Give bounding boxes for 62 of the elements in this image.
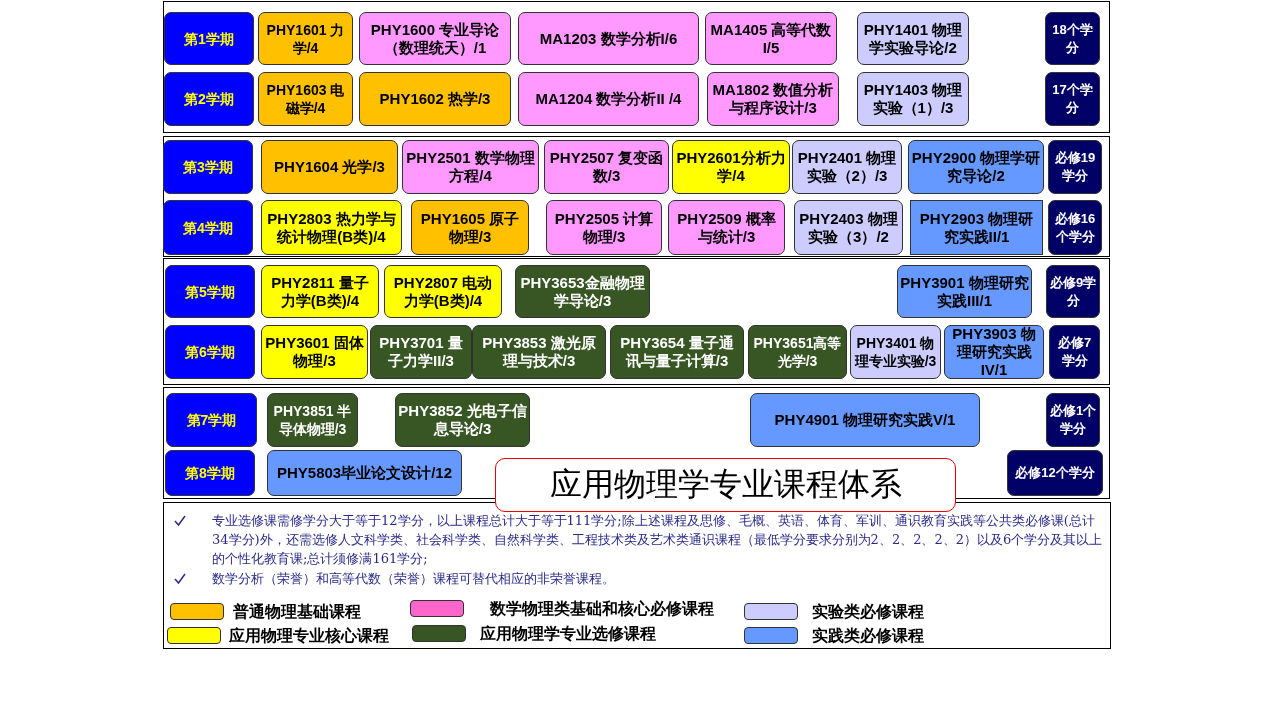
title: 应用物理学专业课程体系	[495, 458, 956, 512]
course-box: PHY3852 光电子信息导论/3	[395, 393, 530, 447]
course-box: PHY1604 光学/3	[261, 140, 398, 194]
semester-label: 第6学期	[165, 325, 255, 379]
note-text: 专业选修课需修学分大于等于12学分，以上课程总计大于等于111学分;除上述课程及思修、毛概、英语、体育、军训、通识教育实践等公共类必修课(总计34学分)外，还需选修人文科学类、社会科学类、自然科学类、工程技术类及艺术类通识课程（最低学分要求分别为2、2、2、2、2）以及6个学分及其以上的个性化教育课;总计须修满161学分;	[212, 512, 1104, 568]
course-box: PHY2811 量子力学(B类)/4	[261, 265, 379, 318]
course-box: PHY3851 半导体物理/3	[267, 393, 358, 447]
course-box: PHY1601 力学/4	[258, 12, 353, 65]
legend-label: 实验类必修课程	[812, 602, 924, 622]
semester-label: 第1学期	[164, 12, 254, 65]
course-box: PHY2403 物理实验（3）/2	[794, 200, 903, 255]
course-box: PHY3401 物理专业实验/3	[850, 325, 941, 379]
course-box: PHY2505 计算物理/3	[546, 200, 662, 255]
semester-label: 第7学期	[166, 393, 257, 447]
credit-badge: 必修12个学分	[1007, 450, 1103, 496]
course-box: MA1203 数学分析I/6	[518, 12, 699, 65]
course-box: PHY1603 电磁学/4	[258, 72, 353, 126]
course-box: PHY3903 物理研究实践IV/1	[944, 325, 1044, 379]
course-box: PHY3601 固体物理/3	[261, 325, 368, 379]
semester-label: 第5学期	[165, 265, 255, 318]
course-box: PHY3701 量子力学II/3	[370, 325, 472, 379]
course-box: PHY3853 激光原理与技术/3	[472, 325, 606, 379]
course-box: PHY2507 复变函数/3	[544, 140, 669, 194]
course-box: MA1204 数学分析II /4	[518, 72, 699, 126]
semester-label: 第4学期	[163, 200, 253, 255]
course-box: PHY2903 物理研究实践II/1	[910, 200, 1043, 255]
legend-label: 普通物理基础课程	[233, 602, 361, 622]
credit-badge: 必修19学分	[1048, 140, 1102, 194]
course-box: MA1405 高等代数I/5	[705, 12, 837, 65]
course-box: PHY3901 物理研究实践III/1	[897, 265, 1032, 318]
course-box: PHY1403 物理实验（1）/3	[857, 72, 969, 126]
course-box: PHY2900 物理学研究导论/2	[908, 140, 1044, 194]
course-box: PHY2509 概率与统计/3	[668, 200, 785, 255]
course-box: PHY2803 热力学与统计物理(B类)/4	[261, 200, 402, 255]
course-box: PHY4901 物理研究实践V/1	[750, 393, 980, 447]
course-box: PHY3654 量子通讯与量子计算/3	[610, 325, 744, 379]
course-box: PHY2601分析力学/4	[672, 140, 790, 194]
credit-badge: 必修16个学分	[1048, 200, 1102, 255]
legend-label: 应用物理学专业选修课程	[480, 624, 656, 644]
course-box: PHY1602 热学/3	[359, 72, 511, 126]
credit-badge: 必修9学分	[1046, 265, 1100, 318]
course-box: PHY2501 数学物理方程/4	[402, 140, 539, 194]
credit-badge: 17个学分	[1045, 72, 1100, 126]
course-box: MA1802 数值分析与程序设计/3	[707, 72, 839, 126]
course-box: PHY5803毕业论文设计/12	[267, 450, 462, 496]
course-box: PHY1605 原子物理/3	[411, 200, 529, 255]
semester-label: 第8学期	[165, 450, 255, 496]
legend-label: 实践类必修课程	[812, 626, 924, 646]
course-box: PHY2401 物理实验（2）/3	[792, 140, 902, 194]
credit-badge: 必修1个学分	[1046, 393, 1100, 447]
course-box: PHY1401 物理学实验导论/2	[857, 12, 969, 65]
legend-label: 应用物理专业核心课程	[229, 626, 389, 646]
course-box: PHY2807 电动力学(B类)/4	[384, 265, 502, 318]
note-text: 数学分析（荣誉）和高等代数（荣誉）课程可替代相应的非荣誉课程。	[212, 570, 616, 588]
credit-badge: 18个学分	[1045, 12, 1100, 65]
semester-label: 第3学期	[163, 140, 253, 194]
course-box: PHY3653金融物理学导论/3	[515, 265, 650, 318]
course-box: PHY3651高等光学/3	[748, 325, 847, 379]
credit-badge: 必修7学分	[1049, 325, 1100, 379]
semester-label: 第2学期	[164, 72, 254, 126]
legend-label: 数学物理类基础和核心必修课程	[490, 599, 714, 619]
course-box: PHY1600 专业导论（数理统天）/1	[359, 12, 511, 65]
